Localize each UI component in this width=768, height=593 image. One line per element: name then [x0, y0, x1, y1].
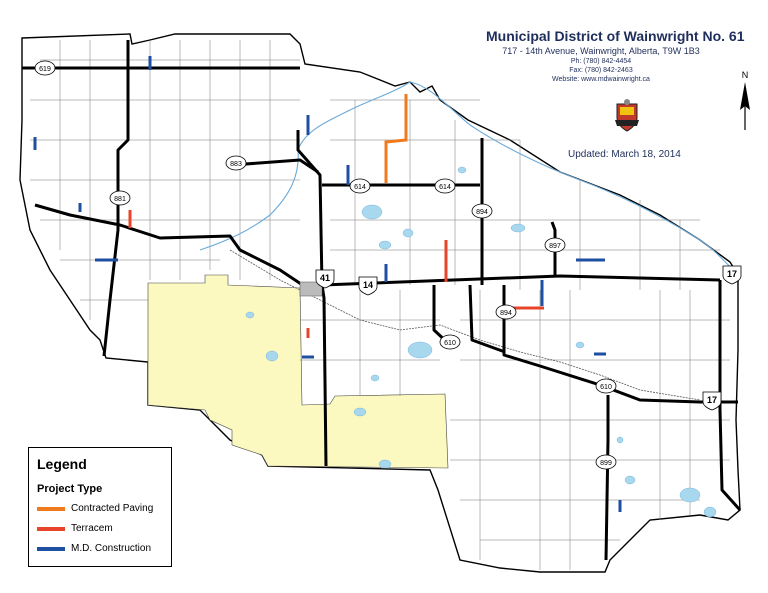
highway-shield: 17 [722, 265, 742, 285]
md-crest-icon [615, 99, 639, 132]
battle-river [199, 81, 739, 276]
highway-number: 610 [444, 340, 456, 347]
highway-number: 14 [363, 280, 373, 290]
district-boundary [19, 33, 741, 573]
north-arrow: N [738, 70, 752, 134]
legend-subtitle: Project Type [37, 483, 103, 495]
highway-shield: 881 [109, 190, 131, 206]
highway-shield: 41 [315, 269, 335, 289]
legend-swatch [37, 546, 65, 551]
legend: Legend Project Type Contracted Paving Te… [28, 447, 172, 567]
north-label: N [741, 70, 749, 80]
address: 717 - 14th Avenue, Wainwright, Alberta, … [502, 46, 700, 56]
highway-shield: 899 [595, 454, 617, 470]
lakes [245, 166, 717, 518]
legend-item-label: Contracted Paving [71, 503, 154, 514]
highway-shield: 894 [471, 203, 493, 219]
highway-shield: 17 [702, 391, 722, 411]
railway [229, 249, 701, 401]
legend-item-label: Terracem [71, 523, 113, 534]
map-title: Municipal District of Wainwright No. 61 [486, 28, 745, 44]
highway-number: 17 [707, 395, 717, 405]
highway-shield: 614 [434, 178, 456, 194]
highway-shield: 883 [225, 155, 247, 171]
highway-number: 17 [727, 269, 737, 279]
updated-date: Updated: March 18, 2014 [568, 149, 681, 160]
legend-swatch [37, 526, 65, 531]
highway-number: 894 [476, 209, 488, 216]
legend-swatch [37, 506, 65, 511]
highway-shield: 610 [595, 378, 617, 394]
highway-number: 894 [500, 310, 512, 317]
website: Website: www.mdwainwright.ca [552, 76, 650, 83]
fax: Fax: (780) 842-2463 [569, 67, 633, 74]
header-block: Municipal District of Wainwright No. 61 … [486, 28, 745, 83]
wainwright-town [299, 281, 323, 297]
reserve-area [147, 274, 449, 469]
project-segments [33, 56, 622, 512]
north-arrow-icon [740, 82, 750, 130]
highway-number: 619 [39, 66, 51, 73]
highway-number: 883 [230, 161, 242, 168]
highway-number: 899 [600, 460, 612, 467]
highway-shield: 610 [439, 334, 461, 350]
highway-number: 897 [549, 243, 561, 250]
phone: Ph: (780) 842-4454 [570, 58, 632, 65]
legend-title: Legend [37, 456, 87, 472]
legend-item-md-construction: M.D. Construction [37, 543, 151, 554]
highway-shield: 619 [34, 60, 56, 76]
highway-number: 614 [354, 184, 366, 191]
legend-item-contracted-paving: Contracted Paving [37, 503, 153, 514]
highway-shields: 619 881 883 614 614 894 897 41 14 894 610 610 17 17 89… [34, 60, 742, 470]
highway-shield: 897 [544, 237, 566, 253]
highway-shield: 894 [495, 304, 517, 320]
legend-item-terracem: Terracem [37, 523, 113, 534]
legend-item-label: M.D. Construction [71, 543, 152, 554]
highway-number: 881 [114, 196, 126, 203]
highway-number: 614 [439, 184, 451, 191]
highway-number: 610 [600, 384, 612, 391]
highway-number: 41 [320, 273, 330, 283]
highway-shield: 14 [358, 276, 378, 296]
highway-shield: 614 [349, 178, 371, 194]
